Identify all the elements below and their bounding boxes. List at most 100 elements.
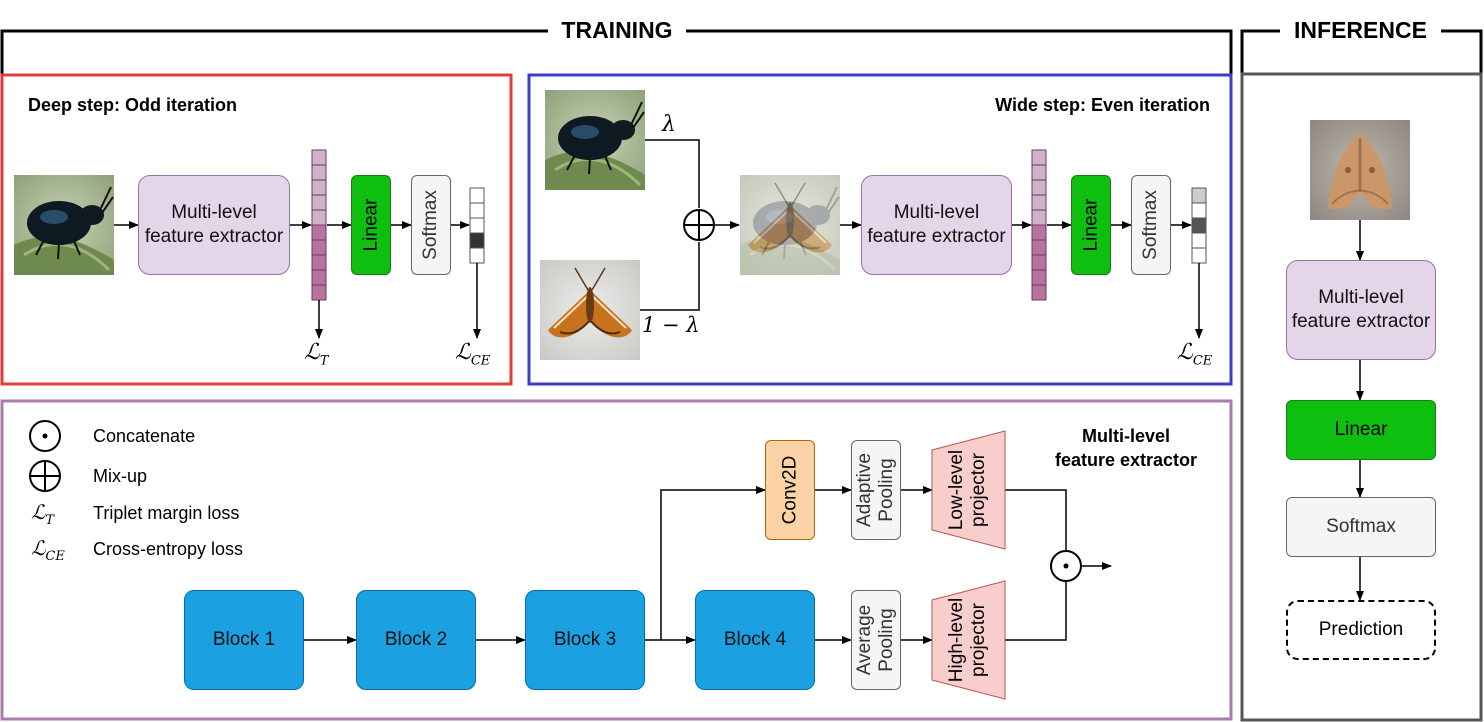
conv2d-box: Conv2D xyxy=(765,440,815,540)
wide-output-cell xyxy=(1191,187,1207,204)
adaptive-pooling-line1: Adaptive xyxy=(854,453,876,527)
wide-vector-cell xyxy=(1031,194,1047,211)
moth-image-inference xyxy=(1308,118,1412,222)
deep-vector-cell xyxy=(311,209,327,226)
deep-output-cell xyxy=(469,232,485,249)
legend-mixup-label: Mix-up xyxy=(93,466,148,486)
concatenate-symbol-icon xyxy=(29,420,61,452)
deep-output-cell xyxy=(469,187,485,204)
wide-vector-cell xyxy=(1031,149,1047,166)
softmax-label-deep: Softmax xyxy=(420,190,442,260)
arrow-lowproj-concat xyxy=(1005,489,1067,551)
wide-output-cell xyxy=(1191,232,1207,249)
inference-title: INFERENCE xyxy=(1294,17,1427,43)
feature-extractor-title: Multi-level feature extractor xyxy=(1030,424,1222,472)
mixup-symbol-icon xyxy=(29,460,61,492)
feature-vector-deep xyxy=(311,149,327,301)
wide-output-cell xyxy=(1191,247,1207,264)
linear-label-wide: Linear xyxy=(1080,198,1102,252)
deep-step-title: Deep step: Odd iteration xyxy=(28,95,238,115)
mixed-image xyxy=(738,173,842,277)
deep-vector-cell xyxy=(311,179,327,196)
deep-output-cell xyxy=(469,217,485,234)
deep-output-cell xyxy=(469,247,485,264)
extractor-label-line1: Multi-level xyxy=(1318,287,1404,308)
inference-bracket xyxy=(1240,29,1483,74)
feature-extractor-panel xyxy=(0,399,1233,721)
deep-vector-cell xyxy=(311,164,327,181)
moth-image-wide xyxy=(539,259,641,361)
deep-vector-cell xyxy=(311,149,327,166)
linear-box-wide: Linear xyxy=(1071,175,1111,275)
linear-box-inference: Linear xyxy=(1286,400,1436,460)
wide-vector-cell xyxy=(1031,254,1047,271)
legend-ce-label: Cross-entropy loss xyxy=(93,539,244,559)
legend-triplet-label: Triplet margin loss xyxy=(93,503,240,523)
output-vector-deep xyxy=(469,187,485,264)
deep-vector-cell xyxy=(311,224,327,241)
arrow-highproj-concat xyxy=(1005,581,1067,641)
training-title: TRAINING xyxy=(561,17,673,43)
low-projector-line1: Low-level xyxy=(946,449,968,531)
wide-vector-cell xyxy=(1031,179,1047,196)
high-level-projector-shape xyxy=(931,580,1006,700)
ce-loss-label-deep: ℒCE xyxy=(455,340,491,369)
extractor-label-line2: feature extractor xyxy=(144,226,284,247)
wide-vector-cell xyxy=(1031,224,1047,241)
wide-output-cell xyxy=(1191,202,1207,219)
wide-vector-cell xyxy=(1031,209,1047,226)
inference-panel xyxy=(1240,72,1483,722)
high-projector-line2: projector xyxy=(968,603,990,677)
one-minus-lambda-path xyxy=(640,242,700,311)
deep-step-panel xyxy=(0,73,513,386)
wide-vector-cell xyxy=(1031,164,1047,181)
block-3: Block 3 xyxy=(525,590,645,690)
extractor-label-line2: feature extractor xyxy=(867,226,1006,247)
feature-extractor-title-line2: feature extractor xyxy=(1054,450,1198,470)
softmax-box-inference: Softmax xyxy=(1286,497,1436,557)
low-projector-line2: projector xyxy=(968,453,990,527)
legend-ce-symbol: ℒCE xyxy=(31,536,65,564)
linear-box-deep: Linear xyxy=(351,175,391,275)
softmax-box-deep: Softmax xyxy=(411,175,451,275)
feature-extractor-title-line1: Multi-level xyxy=(1081,426,1170,446)
wide-vector-cell xyxy=(1031,269,1047,286)
beetle-image xyxy=(12,173,116,277)
lambda-path xyxy=(645,139,700,208)
deep-vector-cell xyxy=(311,239,327,256)
feature-vector-wide xyxy=(1031,149,1047,301)
deep-vector-cell xyxy=(311,254,327,271)
softmax-box-wide: Softmax xyxy=(1131,175,1171,275)
average-pooling-line1: Average xyxy=(854,604,875,676)
one-minus-lambda-label: 1 − λ xyxy=(642,313,700,337)
triplet-loss-label: ℒT xyxy=(304,340,329,369)
arrow-block3-conv xyxy=(660,486,766,640)
block-4: Block 4 xyxy=(695,590,815,690)
average-pooling-line2: Pooling xyxy=(876,608,897,672)
adaptive-pooling-line2: Pooling xyxy=(876,458,898,522)
training-bracket xyxy=(0,29,1233,74)
high-projector-line1: High-level xyxy=(946,597,968,683)
ce-loss-label-wide: ℒCE xyxy=(1177,340,1213,369)
linear-label-deep: Linear xyxy=(360,198,382,252)
deep-vector-cell xyxy=(311,194,327,211)
deep-vector-cell xyxy=(311,284,327,301)
wide-output-cell xyxy=(1191,217,1207,234)
conv2d-label: Conv2D xyxy=(779,455,800,525)
deep-vector-cell xyxy=(311,269,327,286)
block-2: Block 2 xyxy=(356,590,476,690)
extractor-label-line1: Multi-level xyxy=(171,202,257,223)
legend-concatenate-label: Concatenate xyxy=(93,426,196,446)
wide-vector-cell xyxy=(1031,284,1047,301)
low-level-projector-shape xyxy=(931,430,1006,550)
prediction-box-inference: Prediction xyxy=(1286,600,1436,660)
concatenate-node xyxy=(1050,550,1082,582)
legend-triplet-symbol: ℒT xyxy=(31,500,55,528)
softmax-label-wide: Softmax xyxy=(1140,190,1162,260)
lambda-label: λ xyxy=(662,112,676,137)
